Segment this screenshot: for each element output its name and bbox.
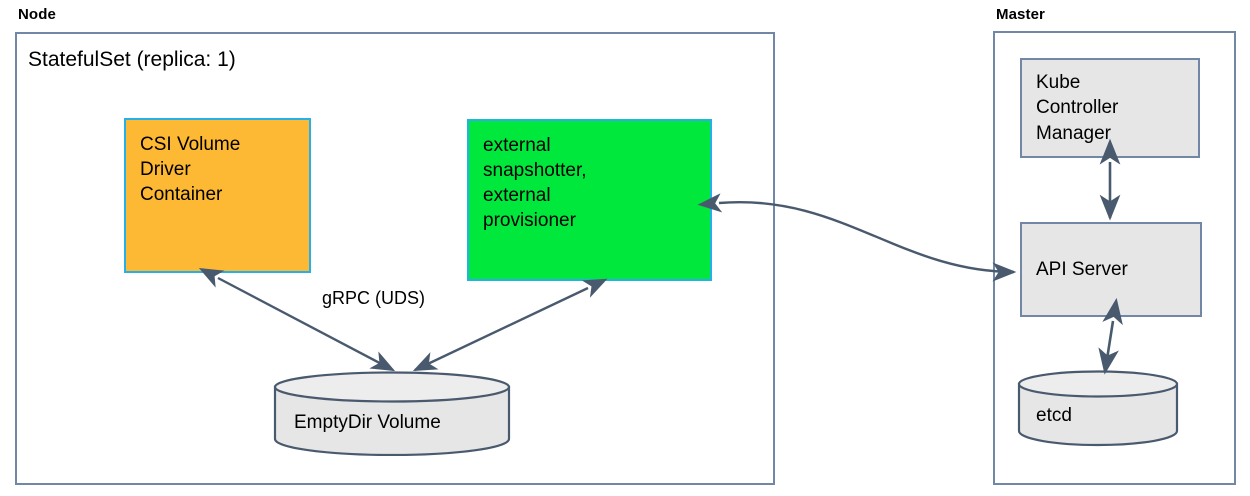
csi-driver-line-2: Driver	[140, 159, 191, 181]
etcd-cylinder[interactable]: etcd	[1016, 369, 1180, 449]
kube-controller-manager-box[interactable]: Kube Controller Manager	[1020, 58, 1200, 158]
external-controllers-line-1: external	[483, 135, 551, 156]
emptydir-volume-label: EmptyDir Volume	[294, 412, 441, 433]
master-group-caption: Master	[996, 6, 1045, 23]
grpc-uds-label: gRPC (UDS)	[322, 288, 426, 308]
kcm-line-1: Kube	[1036, 72, 1081, 93]
statefulset-title: StatefulSet (replica: 1)	[28, 48, 236, 71]
kcm-line-3: Manager	[1036, 122, 1111, 144]
external-controllers-line-4: provisioner	[483, 210, 576, 232]
external-controllers-box[interactable]: external snapshotter, external provision…	[467, 119, 712, 281]
csi-driver-line-1: CSI Volume	[140, 134, 241, 155]
api-server-box[interactable]: API Server	[1020, 222, 1202, 317]
emptydir-volume-cylinder[interactable]: EmptyDir Volume	[272, 370, 512, 456]
kcm-line-2: Controller	[1036, 97, 1119, 119]
csi-volume-driver-container-box[interactable]: CSI Volume Driver Container	[124, 118, 311, 273]
external-controllers-line-3: external	[483, 185, 551, 207]
api-server-label: API Server	[1036, 258, 1128, 280]
external-controllers-line-2: snapshotter,	[483, 160, 587, 182]
csi-driver-line-3: Container	[140, 184, 223, 206]
etcd-label: etcd	[1036, 405, 1072, 426]
node-group-caption: Node	[18, 6, 56, 23]
